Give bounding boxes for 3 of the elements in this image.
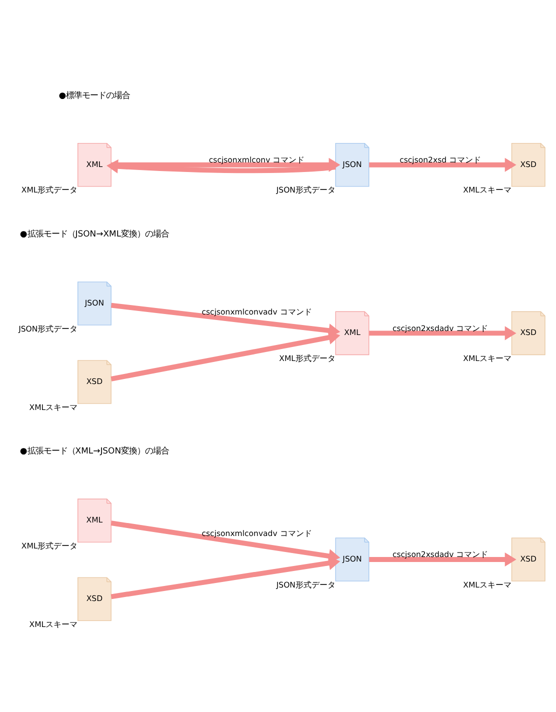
label: ●拡張モード（JSON→XML変換）の場合	[20, 228, 170, 238]
label: ●拡張モード（XML→JSON変換）の場合	[20, 445, 170, 456]
label: ●標準モードの場合	[58, 90, 130, 100]
